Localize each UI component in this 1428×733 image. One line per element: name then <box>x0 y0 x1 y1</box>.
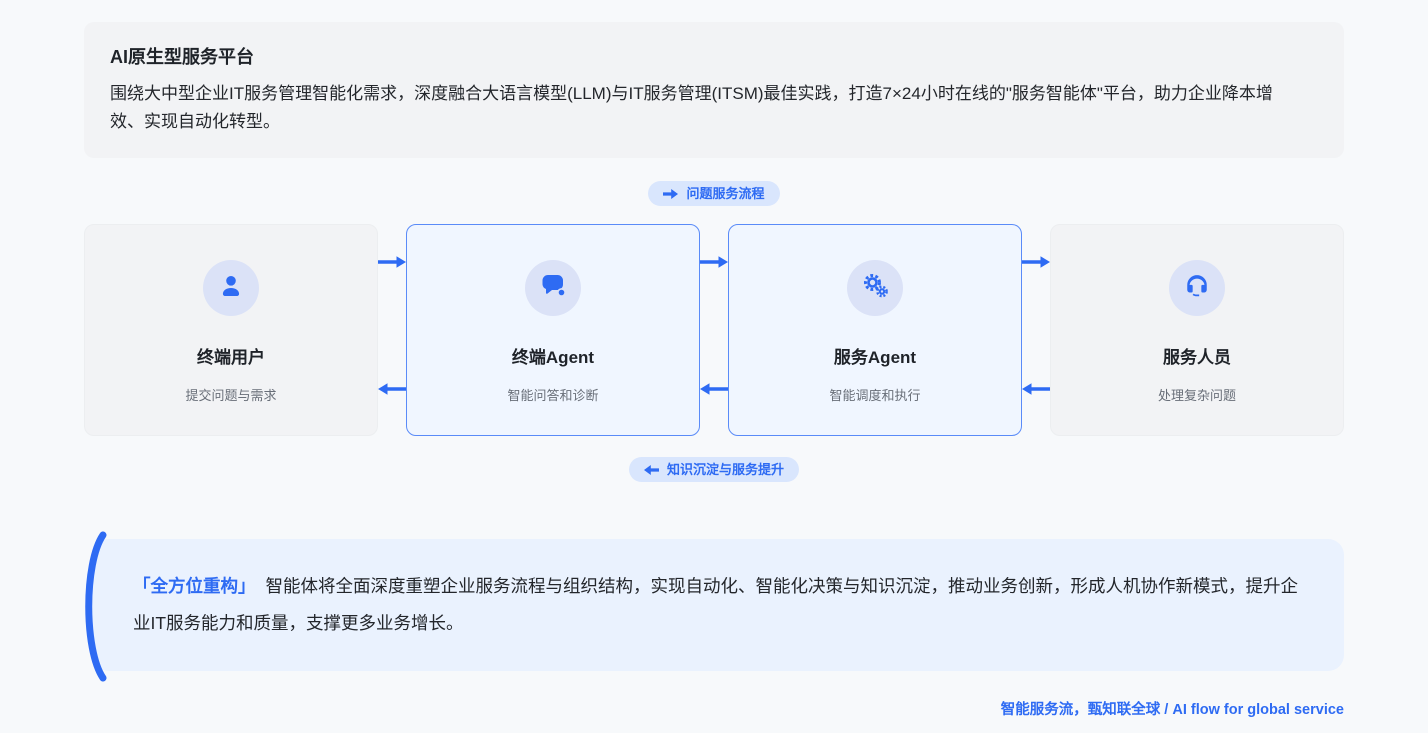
footer-tagline: 智能服务流，甄知联全球 / AI flow for global service <box>1000 702 1344 719</box>
flow-card-title: 终端用户 <box>197 348 265 368</box>
icon-circle <box>525 260 581 317</box>
knowledge-flow-badge-row: 知识沉淀与服务提升 <box>84 457 1344 483</box>
summary-card: 「全方位重构」智能体将全面深度重塑企业服务流程与组织结构，实现自动化、智能化决策… <box>93 539 1344 672</box>
summary-text: 智能体将全面深度重塑企业服务流程与组织结构，实现自动化、智能化决策与知识沉淀，推… <box>133 576 1298 634</box>
icon-circle <box>847 260 903 317</box>
arrow-right-icon <box>663 188 679 200</box>
chat-icon <box>540 272 567 304</box>
flow-card-subtitle: 智能问答和诊断 <box>507 388 599 404</box>
problem-flow-badge-label: 问题服务流程 <box>686 186 765 202</box>
user-icon <box>218 273 244 304</box>
problem-flow-badge: 问题服务流程 <box>648 181 780 207</box>
flow-arrows <box>378 224 406 436</box>
headset-icon <box>1184 273 1210 304</box>
gears-icon <box>862 272 889 304</box>
flow-card-subtitle: 处理复杂问题 <box>1157 388 1236 404</box>
flow-card-service-staff: 服务人员 处理复杂问题 <box>1050 224 1344 437</box>
flow-card-title: 服务人员 <box>1163 348 1231 368</box>
flow-card-end-user: 终端用户 提交问题与需求 <box>84 224 378 437</box>
summary-highlight: 「全方位重构」 <box>133 576 256 597</box>
flow-card-title: 服务Agent <box>833 348 917 368</box>
flow-card-title: 终端Agent <box>511 348 595 368</box>
flow-arrows <box>700 224 728 436</box>
flow-card-subtitle: 提交问题与需求 <box>185 388 277 404</box>
summary-section: 「全方位重构」智能体将全面深度重塑企业服务流程与组织结构，实现自动化、智能化决策… <box>84 531 1344 682</box>
arrow-left-icon <box>378 382 406 396</box>
platform-title: AI原生型服务平台 <box>110 47 254 67</box>
arrow-left-icon <box>643 464 659 476</box>
knowledge-flow-badge-label: 知识沉淀与服务提升 <box>666 462 784 478</box>
knowledge-flow-badge: 知识沉淀与服务提升 <box>628 457 799 483</box>
icon-circle <box>1169 260 1225 317</box>
flow-card-service-agent: 服务Agent 智能调度和执行 <box>728 224 1022 437</box>
quote-bracket-decoration <box>85 531 107 682</box>
service-flow-diagram: 终端用户 提交问题与需求 终端Agent 智能问答和诊断 <box>84 224 1344 437</box>
arrow-right-icon <box>1022 255 1050 269</box>
flow-card-subtitle: 智能调度和执行 <box>829 388 921 404</box>
arrow-right-icon <box>700 255 728 269</box>
page: AI原生型服务平台 围绕大中型企业IT服务管理智能化需求，深度融合大语言模型(L… <box>84 0 1344 733</box>
arrow-left-icon <box>1022 382 1050 396</box>
platform-description: 围绕大中型企业IT服务管理智能化需求，深度融合大语言模型(LLM)与IT服务管理… <box>110 84 1273 131</box>
problem-flow-badge-row: 问题服务流程 <box>84 181 1344 207</box>
arrow-left-icon <box>700 382 728 396</box>
arrow-right-icon <box>378 255 406 269</box>
icon-circle <box>203 260 259 317</box>
platform-intro-card: AI原生型服务平台 围绕大中型企业IT服务管理智能化需求，深度融合大语言模型(L… <box>84 22 1344 159</box>
flow-card-end-agent: 终端Agent 智能问答和诊断 <box>406 224 700 437</box>
flow-arrows <box>1022 224 1050 436</box>
